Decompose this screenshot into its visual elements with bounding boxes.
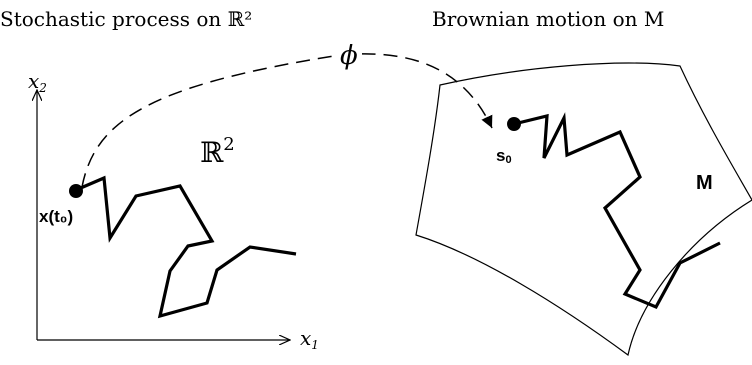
right-random-walk-path [513,112,721,310]
y-axis-label: x2 [28,69,47,95]
left-start-point [69,184,83,198]
left-start-label: x(t₀) [39,207,73,226]
manifold-surface [415,62,752,357]
right-start-label: s0 [496,146,512,166]
phi-label: ϕ [340,41,358,71]
left-axes [37,90,290,340]
x-axis-label: x1 [300,326,319,352]
manifold-label: M [696,172,713,194]
left-random-walk-path [75,175,297,319]
phi-map-arrow [81,53,493,188]
phi-label-background [336,36,362,70]
r2-space-label: ℝ2 [200,134,235,169]
right-start-point [507,117,521,131]
left-title: Stochastic process on ℝ² [0,7,252,31]
right-title: Brownian motion on M [432,7,664,31]
